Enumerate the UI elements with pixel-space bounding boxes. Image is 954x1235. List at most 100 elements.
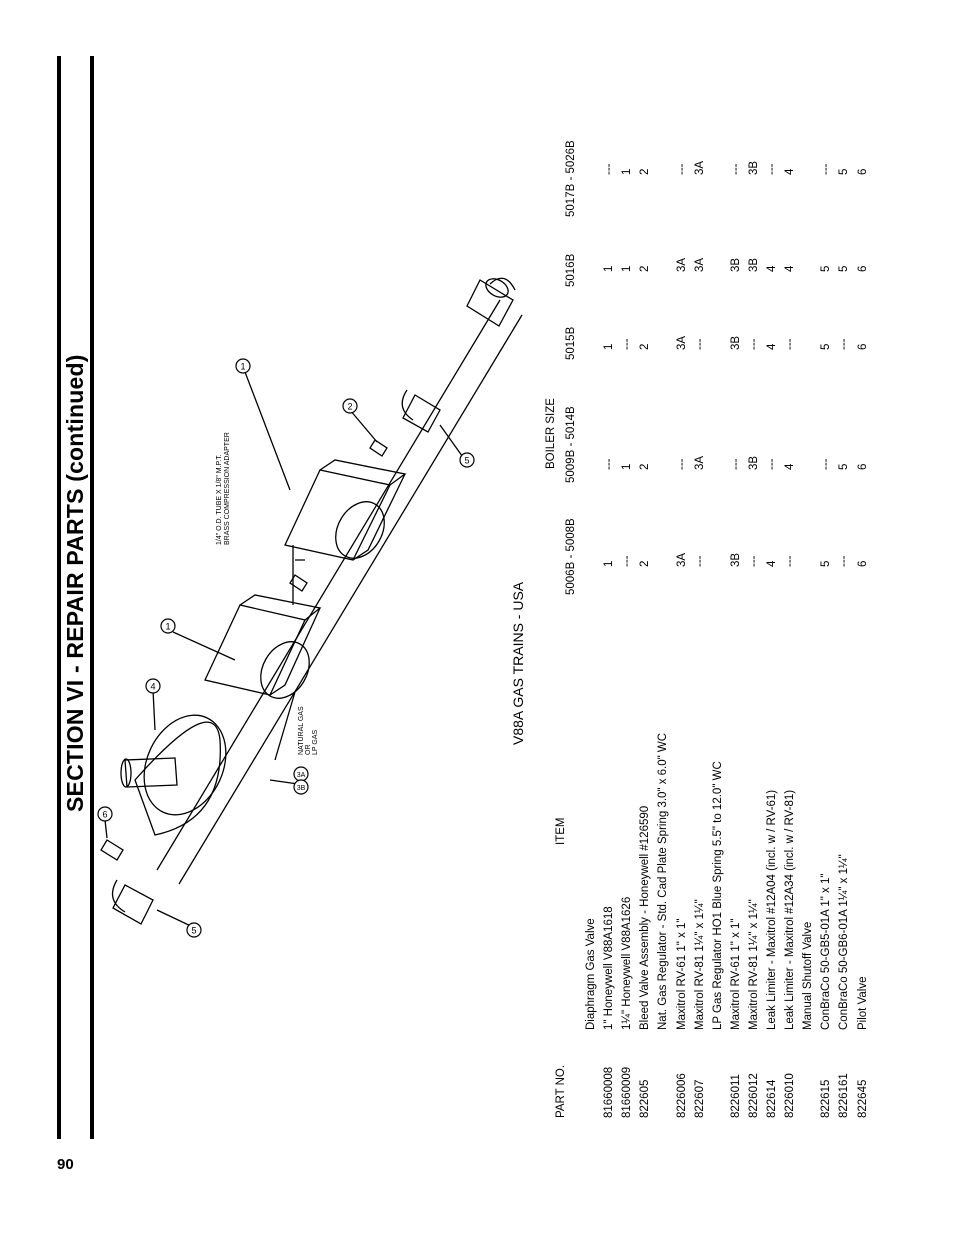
row-8-value-4: 3B (729, 257, 742, 272)
row-3-item: Bleed Valve Assembly - Honeywell #126590 (639, 805, 652, 1030)
row-1-value-1: 1 (603, 560, 616, 567)
row-8-value-1: 3B (729, 552, 742, 567)
row-9-value-3: --- (747, 338, 760, 351)
row-6-part: 822607 (693, 1079, 706, 1118)
row-5-value-5: --- (675, 163, 688, 176)
shutoff-valve-upper (401, 389, 441, 433)
gas-valve-upper (284, 459, 407, 561)
row-8-value-2: --- (729, 458, 742, 471)
regulator-vent (124, 757, 178, 788)
row-2-value-4: 1 (621, 265, 634, 272)
callout-5-lower: 5 (191, 925, 196, 935)
row-8-item: Maxitrol RV-61 1" x 1" (729, 918, 742, 1031)
row-9-value-1: --- (747, 555, 760, 568)
gas-natural-label: NATURAL GAS (298, 706, 305, 755)
callout-1-upper: 1 (240, 361, 245, 371)
page-number: 90 (57, 1156, 74, 1173)
gas-or-label: OR (305, 745, 312, 756)
row-10-value-3: 4 (766, 343, 778, 350)
row-15-value-4: 6 (856, 265, 869, 272)
row-13-part: 822615 (820, 1079, 833, 1118)
gas-valve-lower (204, 594, 322, 696)
row-6-value-3: --- (693, 338, 706, 351)
header-size-col-3: 5015B (565, 326, 577, 360)
row-6-value-2: 3A (693, 455, 706, 470)
row-8-value-3: 3B (729, 335, 742, 350)
pilot-valve (100, 839, 124, 861)
row-9-item: Maxitrol RV-81 1¼" x 1¼" (747, 899, 760, 1030)
row-4-item: Nat. Gas Regulator - Std. Cad Plate Spri… (657, 732, 670, 1030)
left-border-rule (57, 56, 61, 1139)
leader-lines (104, 371, 466, 929)
shutoff-valve-lower (111, 879, 154, 925)
row-13-value-5: --- (820, 163, 833, 176)
row-13-item: ConBraCo 50-GB5-01A 1" x 1" (820, 873, 833, 1030)
row-13-value-4: 5 (820, 265, 833, 272)
row-3-value-1: 2 (639, 560, 652, 567)
row-13-value-1: 5 (820, 560, 833, 567)
header-boiler-size: BOILER SIZE (545, 398, 557, 469)
row-9-value-4: 3B (747, 257, 760, 272)
row-6-value-4: 3A (693, 257, 706, 272)
row-5-value-2: --- (675, 458, 688, 471)
gas-train-diagram: 1 1 2 4 5 5 6 3A 3B 1/4" O.D. TUBE X 1/8… (97, 277, 523, 938)
row-15-value-2: 6 (856, 463, 869, 470)
row-5-value-1: 3A (675, 552, 688, 567)
row-2-value-2: 1 (621, 463, 634, 470)
header-part-no: PART NO. (555, 1064, 567, 1118)
row-3-part: 822605 (639, 1079, 652, 1118)
row-9-part: 8226012 (747, 1073, 760, 1118)
row-15-item: Pilot Valve (856, 976, 869, 1030)
gas-lp-label: LP GAS (312, 730, 319, 755)
row-13-value-3: 5 (820, 343, 833, 350)
row-10-value-4: 4 (766, 265, 778, 272)
header-size-col-4: 5016B (565, 253, 577, 287)
callout-5-upper: 5 (464, 455, 469, 465)
row-2-item: 1¼" Honeywell V88A1626 (621, 896, 634, 1030)
row-11-part: 8226010 (784, 1073, 797, 1118)
row-14-value-1: --- (838, 555, 851, 568)
row-13-value-2: --- (820, 458, 833, 471)
row-2-value-5: 1 (621, 168, 634, 175)
row-1-value-4: 1 (603, 265, 616, 272)
header-size-col-2: 5009B - 5014B (565, 406, 577, 483)
table-title: V88A GAS TRAINS - USA (510, 581, 526, 745)
row-1-value-2: --- (603, 458, 616, 471)
row-8-part: 8226011 (729, 1074, 742, 1118)
row-5-item: Maxitrol RV-61 1" x 1" (675, 918, 688, 1031)
row-7-item: LP Gas Regulator HO1 Blue Spring 5.5" to… (711, 761, 724, 1030)
header-size-col-5: 5017B - 5026B (565, 140, 577, 217)
header-item: ITEM (555, 817, 567, 845)
callout-1-lower: 1 (165, 621, 170, 631)
right-border-rule (90, 56, 94, 1139)
row-6-value-1: --- (693, 555, 706, 568)
row-10-value-2: --- (766, 458, 778, 471)
row-15-value-3: 6 (856, 343, 869, 350)
regulator (134, 721, 221, 836)
row-9-value-2: 3B (747, 455, 760, 470)
row-11-value-4: 4 (784, 265, 797, 272)
main-pipe (156, 299, 523, 885)
section-title: SECTION VI - REPAIR PARTS (continued) (62, 354, 88, 812)
gas-3b-label: 3B (297, 785, 306, 792)
row-14-value-3: --- (838, 338, 851, 351)
row-1-part: 81660008 (603, 1066, 616, 1118)
callout-4: 4 (150, 681, 155, 691)
row-1-value-3: 1 (603, 343, 616, 350)
row-14-part: 8226161 (838, 1073, 851, 1118)
row-3-value-2: 2 (639, 463, 652, 470)
row-3-value-3: 2 (639, 343, 652, 350)
bleed-valve-upper (369, 439, 388, 457)
adapter-label-line1: 1/4" O.D. TUBE X 1/8" M.P.T. (216, 454, 223, 545)
row-2-value-3: --- (621, 338, 634, 351)
row-11-value-3: --- (784, 338, 797, 351)
row-12-item: Manual Shutoff Valve (802, 921, 815, 1030)
bleed-valve-lower (289, 574, 308, 592)
row-14-item: ConBraCo 50-GB6-01A 1¼" x 1¼" (838, 854, 851, 1030)
row-11-item: Leak Limiter - Maxitrol #12A34 (incl. w … (784, 789, 797, 1030)
row-6-item: Maxitrol RV-81 1¼" x 1¼" (693, 899, 706, 1030)
row-9-value-5: 3B (747, 160, 760, 175)
row-0-item: Diaphragm Gas Valve (585, 918, 597, 1030)
row-14-value-4: 5 (838, 265, 851, 272)
